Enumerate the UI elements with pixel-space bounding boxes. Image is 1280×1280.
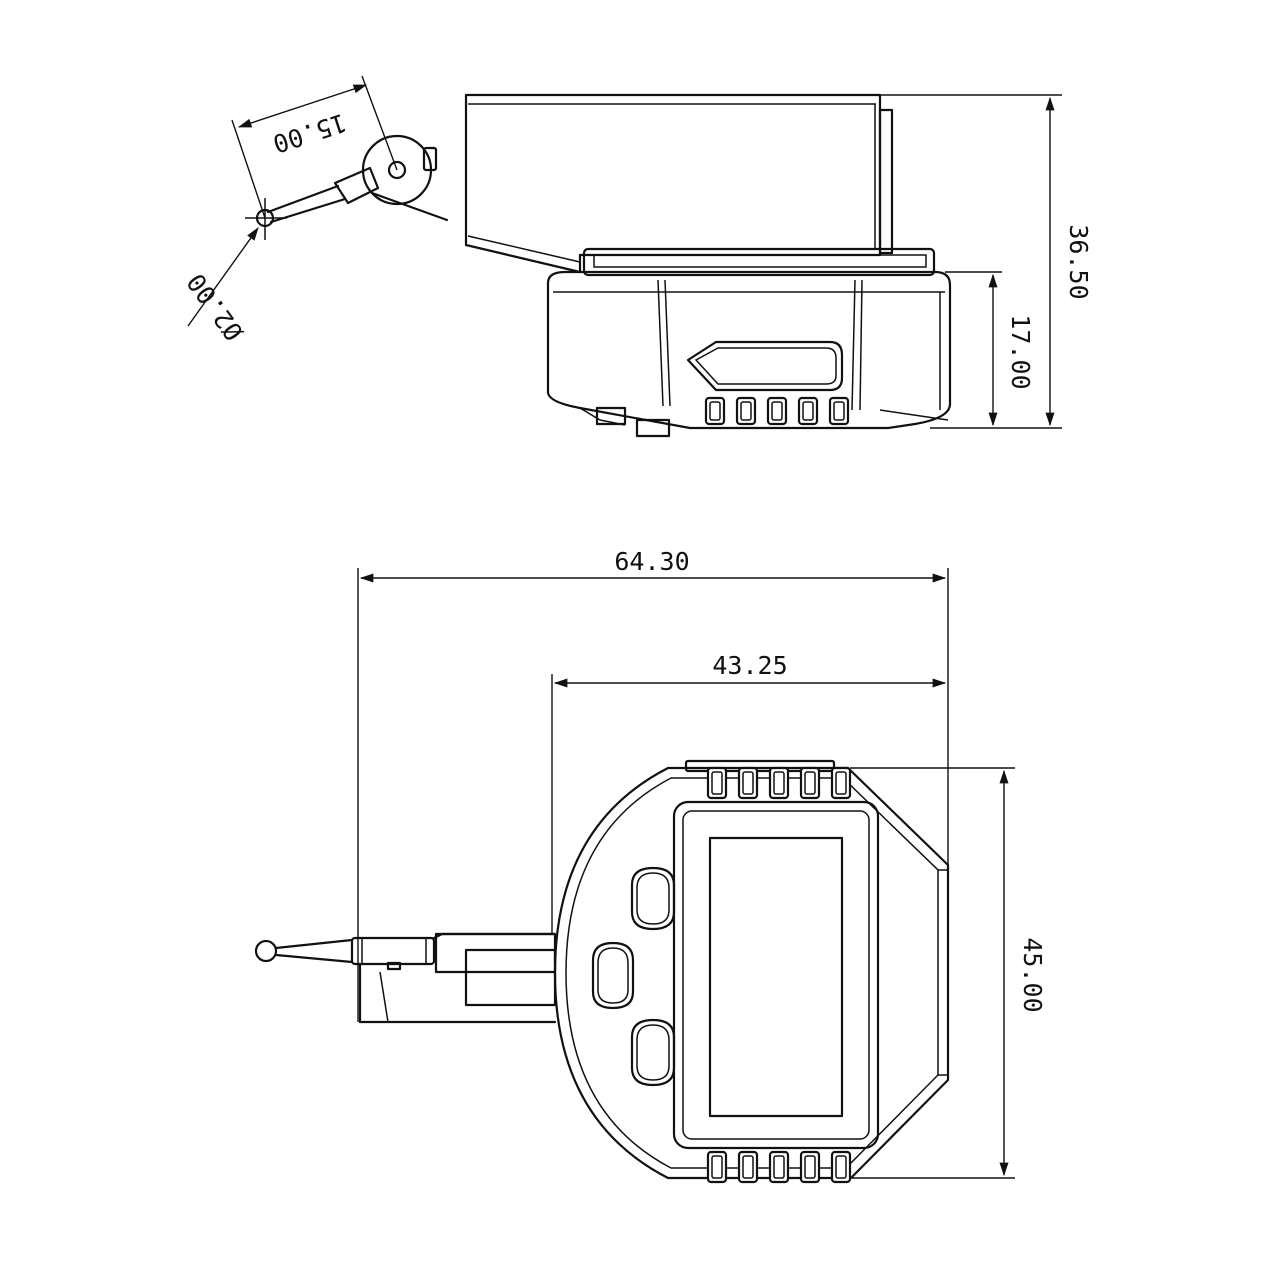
dim-total-width: 64.30 xyxy=(357,547,949,1022)
side-clip-inner xyxy=(740,401,752,421)
top-clip-inner xyxy=(773,771,785,795)
dim-ball-diameter: Ø2.00 xyxy=(181,227,259,346)
dim-height-body-label: 17.00 xyxy=(1006,314,1035,389)
bottom-clip-inner xyxy=(773,1155,785,1179)
side-base-plate xyxy=(582,247,936,277)
top-display xyxy=(672,800,880,1150)
bottom-clip-inner xyxy=(711,1155,723,1179)
side-clip-inner xyxy=(802,401,814,421)
side-probe-assembly xyxy=(245,134,449,240)
top-view: 64.30 43.25 45.00 xyxy=(254,547,1047,1184)
top-clip-row-upper xyxy=(706,766,852,800)
top-clip-inner xyxy=(835,771,847,795)
bottom-clip-inner xyxy=(835,1155,847,1179)
dim-body-height-label: 45.00 xyxy=(1018,937,1047,1012)
side-clip-inner xyxy=(833,401,845,421)
side-lower-body xyxy=(546,270,952,438)
dim-height-total: 36.50 xyxy=(880,94,1093,429)
top-gauge-body xyxy=(553,759,950,1180)
dim-height-total-label: 36.50 xyxy=(1064,224,1093,299)
lcd-screen xyxy=(708,836,844,1118)
button-middle xyxy=(591,941,635,1010)
side-upper-housing xyxy=(464,93,894,274)
top-buttons xyxy=(591,866,676,1087)
dim-probe-length-label: 15.00 xyxy=(269,108,350,159)
side-view: 36.50 17.00 15.00 Ø2.00 xyxy=(181,75,1093,438)
button-top xyxy=(630,866,676,931)
side-clip-inner xyxy=(709,401,721,421)
top-clip-inner xyxy=(742,771,754,795)
dim-height-body: 17.00 xyxy=(945,271,1035,427)
dim-body-width: 43.25 xyxy=(551,651,947,934)
top-clip-row-lower xyxy=(706,1150,852,1184)
dim-body-width-label: 43.25 xyxy=(712,651,787,680)
button-bottom xyxy=(630,1018,676,1087)
bottom-clip-inner xyxy=(804,1155,816,1179)
dim-body-height: 45.00 xyxy=(850,767,1047,1179)
dim-total-width-label: 64.30 xyxy=(614,547,689,576)
top-probe-arm xyxy=(254,932,557,1024)
dim-ball-diameter-label: Ø2.00 xyxy=(181,268,249,346)
side-clip-row xyxy=(704,396,850,426)
side-clip-inner xyxy=(771,401,783,421)
top-clip-inner xyxy=(711,771,723,795)
top-clip-inner xyxy=(804,771,816,795)
bottom-clip-inner xyxy=(742,1155,754,1179)
